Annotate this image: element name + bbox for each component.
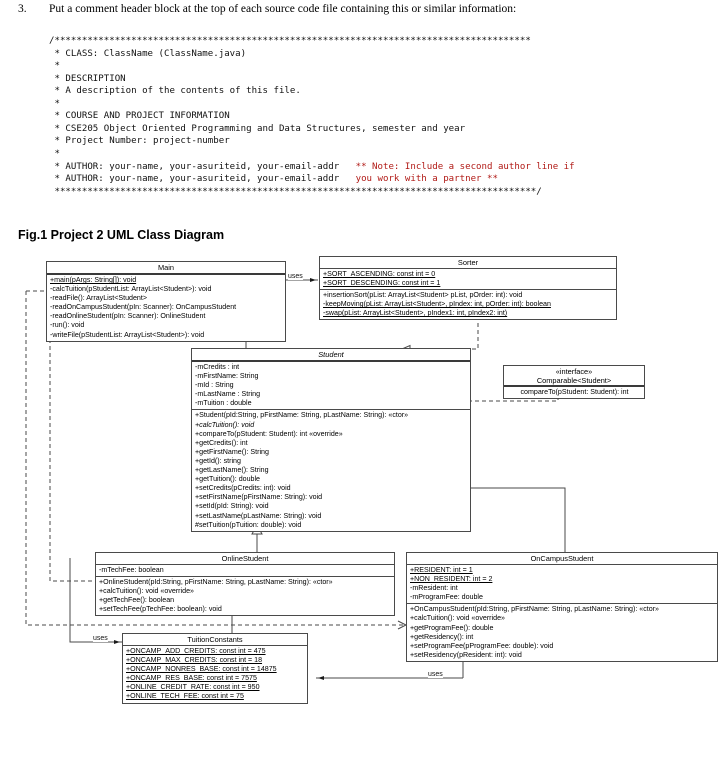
member-row: -mFirstName: String [195, 372, 259, 381]
uml-class-oncampus-student[interactable]: OnCampusStudent +RESIDENT: int = 1 +NON_… [406, 552, 718, 662]
member-row: +getId(): string [195, 456, 241, 465]
member-row: -calcTuition(pStudentList: ArrayList<Stu… [50, 285, 212, 294]
member-row: +getTuition(): double [195, 475, 261, 484]
member-row: +setTechFee(pTechFee: boolean): void [99, 605, 222, 614]
member-row: +insertionSort(pList: ArrayList<Student>… [323, 291, 523, 300]
class-title-online-student: OnlineStudent [96, 553, 394, 565]
member-row: -mTuition : double [195, 399, 252, 408]
member-row: +OnlineStudent(pId:String, pFirstName: S… [99, 578, 333, 587]
member-row: +Student(pId:String, pFirstName: String,… [195, 411, 409, 420]
class-title-oncampus-student: OnCampusStudent [407, 553, 717, 565]
code-comment-block: /***************************************… [49, 35, 575, 198]
author-line-1: * AUTHOR: your-name, your-asuriteid, you… [49, 161, 340, 172]
student-fields-compartment: -mCredits : int -mFirstName: String -mId… [192, 362, 470, 411]
interface-stereotype: «interface» [555, 367, 593, 376]
main-methods-compartment: +main(pArgs: String[]): void -calcTuitio… [47, 275, 285, 341]
member-row: -swap(pList: ArrayList<Student>, pIndex1… [323, 309, 508, 318]
uml-class-student[interactable]: Student -mCredits : int -mFirstName: Str… [191, 348, 471, 532]
oncampus-student-methods-compartment: +OnCampusStudent(pId:String, pFirstName:… [407, 604, 717, 661]
member-row: +OnCampusStudent(pId:String, pFirstName:… [410, 605, 659, 614]
member-row: -mResident: int [410, 584, 458, 593]
member-row: -mLastName : String [195, 390, 261, 399]
comment-lines: /***************************************… [49, 36, 531, 160]
member-row: +SORT_DESCENDING: const int = 1 [323, 279, 441, 288]
class-title-tuition-constants: TuitionConstants [123, 634, 307, 646]
member-row: +ONLINE_TECH_FEE: const int = 75 [126, 692, 244, 701]
member-row: +getCredits(): int [195, 438, 248, 447]
member-row: -keepMoving(pList: ArrayList<Student>, p… [323, 300, 551, 309]
sorter-methods-compartment: +insertionSort(pList: ArrayList<Student>… [320, 290, 616, 319]
oncampus-student-fields-compartment: +RESIDENT: int = 1 +NON_RESIDENT: int = … [407, 565, 717, 605]
member-row: +setResidency(pResident: int): void [410, 650, 522, 659]
member-row: +NON_RESIDENT: int = 2 [410, 575, 493, 584]
member-row: +ONCAMP_RES_BASE: const int = 7575 [126, 674, 257, 683]
edge-label-main-uses-tuition: uses [93, 635, 108, 642]
member-row: -readFile(): ArrayList<Student> [50, 294, 147, 303]
sorter-constants-compartment: +SORT_ASCENDING: const int = 0 +SORT_DES… [320, 269, 616, 291]
author-note-1: ** Note: Include a second author line if [355, 161, 575, 172]
edge-label-oncampus-uses-tuition: uses [428, 671, 443, 678]
member-row: +compareTo(pStudent: Student): int «over… [195, 429, 343, 438]
member-row: +getProgramFee(): double [410, 623, 494, 632]
member-row: -writeFile(pStudentList: ArrayList<Stude… [50, 330, 205, 339]
student-methods-compartment: +Student(pId:String, pFirstName: String,… [192, 410, 470, 530]
member-row: +SORT_ASCENDING: const int = 0 [323, 270, 436, 278]
member-row: +setProgramFee(pProgramFee: double): voi… [410, 641, 554, 650]
uml-class-tuition-constants[interactable]: TuitionConstants +ONCAMP_ADD_CREDITS: co… [122, 633, 308, 704]
member-row: -mProgramFee: double [410, 593, 483, 602]
member-row: +getFirstName(): String [195, 447, 269, 456]
class-title-student: Student [192, 349, 470, 362]
comment-closing-line: ****************************************… [49, 186, 542, 197]
tuition-constants-compartment: +ONCAMP_ADD_CREDITS: const int = 475 +ON… [123, 646, 307, 703]
instruction-text: Put a comment header block at the top of… [49, 3, 517, 15]
member-row: +calcTuition(): void «override» [410, 614, 505, 623]
member-row: -readOnCampusStudent(pIn: Scanner): OnCa… [50, 303, 237, 312]
member-row: +main(pArgs: String[]): void [50, 276, 137, 284]
comparable-methods-compartment: compareTo(pStudent: Student): int [504, 387, 644, 398]
member-row: +calcTuition(): void [195, 420, 255, 429]
member-row: +ONLINE_CREDIT_RATE: const int = 950 [126, 683, 260, 692]
member-row: +setFirstName(pFirstName: String): void [195, 493, 323, 502]
online-student-methods-compartment: +OnlineStudent(pId:String, pFirstName: S… [96, 577, 394, 615]
interface-name: Comparable<Student> [536, 376, 612, 385]
member-row: -mId : String [195, 381, 234, 390]
member-row: +ONCAMP_ADD_CREDITS: const int = 475 [126, 647, 266, 655]
member-row: -readOnlineStudent(pIn: Scanner): Online… [50, 312, 206, 321]
class-title-sorter: Sorter [320, 257, 616, 269]
instruction-number: 3. [18, 3, 27, 15]
member-row: +ONCAMP_NONRES_BASE: const int = 14875 [126, 665, 277, 674]
class-title-main: Main [47, 262, 285, 275]
author-line-2: * AUTHOR: your-name, your-asuriteid, you… [49, 174, 340, 185]
uml-class-main[interactable]: Main +main(pArgs: String[]): void -calcT… [46, 261, 286, 342]
member-row: +calcTuition(): void «override» [99, 587, 194, 596]
member-row: +ONCAMP_MAX_CREDITS: const int = 18 [126, 656, 263, 665]
uml-interface-comparable[interactable]: «interface» Comparable<Student> compareT… [503, 365, 645, 400]
interface-title-comparable: «interface» Comparable<Student> [504, 366, 644, 387]
member-row: +setCredits(pCredits: int): void [195, 484, 291, 493]
member-row: +setLastName(pLastName: String): void [195, 511, 322, 520]
uml-class-sorter[interactable]: Sorter +SORT_ASCENDING: const int = 0 +S… [319, 256, 617, 321]
member-row: #setTuition(pTuition: double): void [195, 520, 302, 529]
member-row: compareTo(pStudent: Student): int [520, 388, 629, 396]
uml-class-online-student[interactable]: OnlineStudent -mTechFee: boolean +Online… [95, 552, 395, 617]
member-row: +getResidency(): int [410, 632, 474, 641]
online-student-fields-compartment: -mTechFee: boolean [96, 565, 394, 578]
figure-caption: Fig.1 Project 2 UML Class Diagram [18, 228, 225, 242]
edge-label-main-uses-sorter: uses [288, 273, 303, 280]
member-row: -run(): void [50, 321, 85, 330]
member-row: +getLastName(): String [195, 466, 269, 475]
uml-class-diagram: Main +main(pArgs: String[]): void -calcT… [0, 248, 726, 718]
author-note-2: you work with a partner ** [355, 174, 498, 185]
member-row: +setId(pId: String): void [195, 502, 269, 511]
member-row: -mTechFee: boolean [99, 566, 164, 574]
member-row: +getTechFee(): boolean [99, 596, 175, 605]
member-row: +RESIDENT: int = 1 [410, 566, 473, 574]
member-row: -mCredits : int [195, 363, 240, 371]
